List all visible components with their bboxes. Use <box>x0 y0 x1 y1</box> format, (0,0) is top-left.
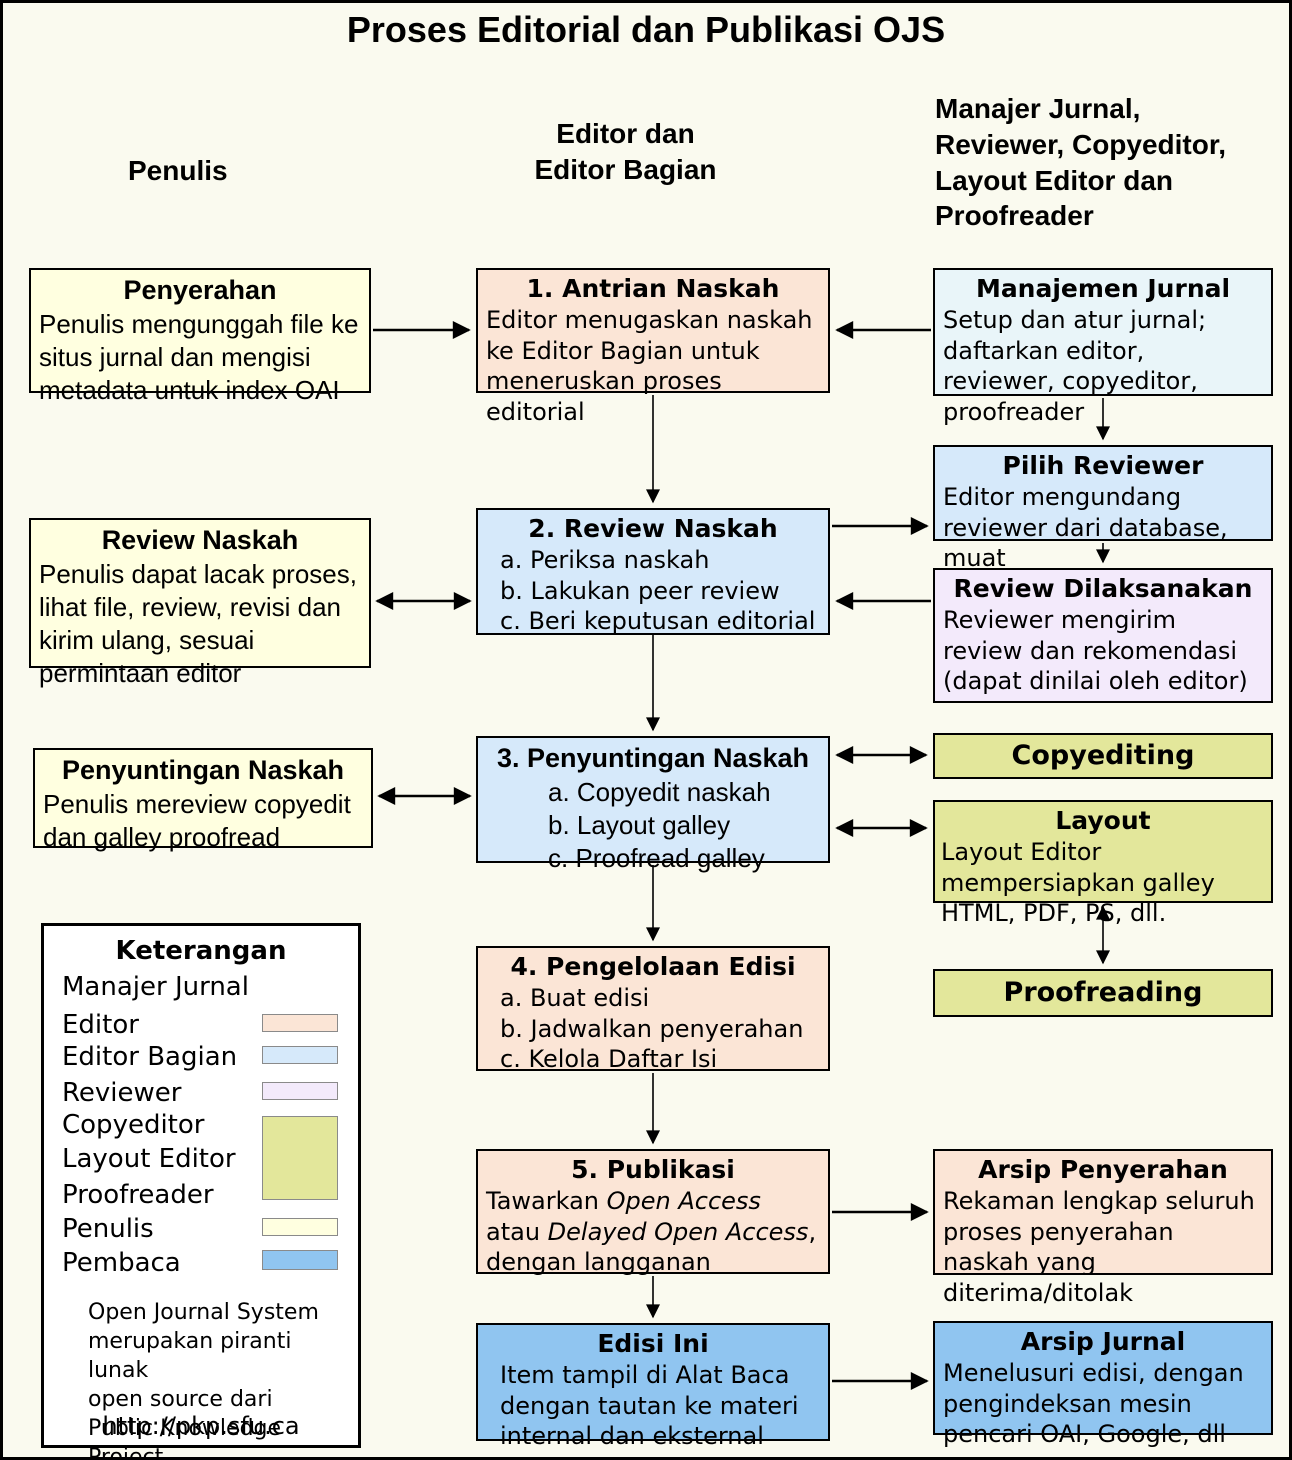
box-body: Menelusuri edisi, dengan pengindeksan me… <box>943 1359 1244 1449</box>
legend-label-layout-editor: Layout Editor <box>62 1144 236 1174</box>
box-layout: Layout Layout Editor mempersiapkan galle… <box>933 800 1273 927</box>
legend-swatch-editor <box>262 1014 338 1032</box>
box-body: Editor mengundang reviewer dari database… <box>943 483 1228 573</box>
box-proofreading: Proofreading <box>933 969 1273 1017</box>
box-title: Arsip Penyerahan <box>978 1155 1228 1184</box>
box-title: 5. Publikasi <box>571 1155 735 1184</box>
box-antrian-naskah: 1. Antrian Naskah Editor menugaskan nask… <box>476 268 830 426</box>
box-body: a. Periksa naskah b. Lakukan peer review… <box>500 546 816 636</box>
box-title: 1. Antrian Naskah <box>526 274 780 303</box>
box-publikasi: 5. Publikasi Tawarkan Open Access atau D… <box>476 1149 830 1276</box>
box-body: Editor menugaskan naskah ke Editor Bagia… <box>486 306 813 427</box>
box-body: Reviewer mengirim review dan rekomendasi… <box>943 606 1248 696</box>
box-title: Penyuntingan Naskah <box>61 755 345 785</box>
box-title: Proofreading <box>1003 976 1203 1008</box>
box-penyerahan: Penyerahan Penulis mengunggah file ke si… <box>29 268 371 405</box>
box-arsip-penyerahan: Arsip Penyerahan Rekaman lengkap seluruh… <box>933 1149 1273 1307</box>
legend-label-editor: Editor <box>62 1010 139 1040</box>
box-title: 3. Penyuntingan Naskah <box>496 743 810 773</box>
box-body: Rekaman lengkap seluruh proses penyeraha… <box>943 1187 1255 1308</box>
box-review-naskah-penulis: Review Naskah Penulis dapat lacak proses… <box>29 518 371 688</box>
legend: Keterangan Manajer Jurnal Editor Editor … <box>41 923 361 1457</box>
box-review-naskah-editor: 2. Review Naskah a. Periksa naskah b. La… <box>476 508 830 635</box>
box-body: Layout Editor mempersiapkan galley HTML,… <box>941 838 1215 928</box>
box-body: Setup dan atur jurnal; daftarkan editor,… <box>943 306 1207 427</box>
box-body: Tawarkan Open Access atau Delayed Open A… <box>486 1187 817 1277</box>
box-title: Manajemen Jurnal <box>975 274 1231 303</box>
box-body: Penulis dapat lacak proses, lihat file, … <box>39 558 357 689</box>
legend-swatch-editor-bagian <box>262 1046 338 1064</box>
legend-title: Keterangan <box>115 936 287 966</box>
legend-footer-text: Open Journal System merupakan piranti lu… <box>88 1300 319 1460</box>
box-title: Edisi Ini <box>597 1329 709 1358</box>
box-body: a. Buat edisi b. Jadwalkan penyerahan c.… <box>500 984 804 1074</box>
box-body: Penulis mengunggah file ke situs jurnal … <box>39 308 359 406</box>
box-body: a. Copyedit naskah b. Layout galley c. P… <box>548 776 771 874</box>
legend-label-penulis: Penulis <box>62 1214 154 1244</box>
legend-label-reviewer: Reviewer <box>62 1078 182 1108</box>
box-title: Pilih Reviewer <box>1002 451 1204 480</box>
legend-swatch-copyeditor-layout-proofreader <box>262 1116 338 1200</box>
box-title: Penyerahan <box>123 275 277 305</box>
legend-label-manajer-jurnal: Manajer Jurnal <box>62 972 249 1002</box>
box-review-dilaksanakan: Review Dilaksanakan Reviewer mengirim re… <box>933 568 1273 703</box>
legend-label-copyeditor: Copyeditor <box>62 1110 205 1140</box>
legend-swatch-reviewer <box>262 1082 338 1100</box>
box-edisi-ini: Edisi Ini Item tampil di Alat Baca denga… <box>476 1323 830 1450</box>
column-header-penulis: Penulis <box>128 155 228 186</box>
box-body: Penulis mereview copyedit dan galley pro… <box>43 788 351 852</box>
box-pengelolaan-edisi: 4. Pengelolaan Edisi a. Buat edisi b. Ja… <box>476 946 830 1073</box>
legend-swatch-pembaca <box>262 1250 338 1270</box>
box-title: Review Dilaksanakan <box>953 574 1253 603</box>
box-title: Review Naskah <box>101 525 299 555</box>
box-title: Layout <box>1055 806 1151 835</box>
box-penyuntingan-naskah-penulis: Penyuntingan Naskah Penulis mereview cop… <box>33 748 373 852</box>
legend-label-editor-bagian: Editor Bagian <box>62 1042 238 1072</box>
box-title: 2. Review Naskah <box>528 514 778 543</box>
legend-label-proofreader: Proofreader <box>62 1180 214 1210</box>
box-pilih-reviewer: Pilih Reviewer Editor mengundang reviewe… <box>933 445 1273 572</box>
box-title: Arsip Jurnal <box>1020 1327 1186 1356</box>
box-copyediting: Copyediting <box>933 733 1273 779</box>
box-title: Copyediting <box>1011 739 1195 771</box>
box-arsip-jurnal: Arsip Jurnal Menelusuri edisi, dengan pe… <box>933 1321 1273 1448</box>
column-header-editor: Editor dan Editor Bagian <box>534 118 717 185</box>
legend-url: http://pkp.sfu.ca <box>102 1412 300 1440</box>
box-penyuntingan-naskah-editor: 3. Penyuntingan Naskah a. Copyedit naska… <box>476 736 830 873</box>
box-title: 4. Pengelolaan Edisi <box>510 952 796 981</box>
column-header-manajer: Manajer Jurnal, Reviewer, Copyeditor, La… <box>935 93 1226 232</box>
legend-label-pembaca: Pembaca <box>62 1248 181 1278</box>
box-body: Item tampil di Alat Baca dengan tautan k… <box>500 1361 799 1451</box>
box-manajemen-jurnal: Manajemen Jurnal Setup dan atur jurnal; … <box>933 268 1273 426</box>
page-title: Proses Editorial dan Publikasi OJS <box>346 9 946 50</box>
legend-swatch-penulis <box>262 1218 338 1236</box>
